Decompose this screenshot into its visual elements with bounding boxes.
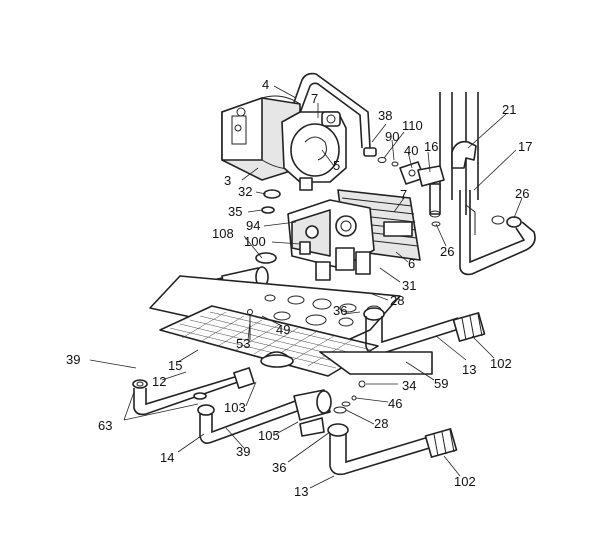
callout-5: 5 <box>333 158 340 173</box>
tube-4 <box>291 72 371 149</box>
callout-63: 63 <box>98 418 112 433</box>
valve-body-94-100 <box>287 199 375 281</box>
callout-17: 17 <box>518 139 532 154</box>
dome-53 <box>247 309 294 368</box>
callout-16: 16 <box>424 139 438 154</box>
elbow-21 <box>451 140 477 169</box>
callout-110: 110 <box>402 118 423 133</box>
pump-head-7 <box>281 111 347 191</box>
callout-102: 102 <box>490 356 512 371</box>
callout-7: 7 <box>400 187 407 202</box>
callout-39: 39 <box>236 444 250 459</box>
callouts: 4 7 38 110 90 21 40 16 17 5 3 32 7 26 35… <box>66 77 532 499</box>
callout-39: 39 <box>66 352 80 367</box>
callout-108: 108 <box>212 226 234 241</box>
leader-lines <box>89 85 523 489</box>
callout-36: 36 <box>333 303 347 318</box>
callout-34: 34 <box>402 378 416 393</box>
callout-12: 12 <box>152 374 166 389</box>
callout-49: 49 <box>276 322 290 337</box>
motor-3 <box>221 95 301 181</box>
callout-35: 35 <box>228 204 242 219</box>
callout-31: 31 <box>402 278 416 293</box>
tube-17 <box>459 190 536 276</box>
callout-40: 40 <box>404 143 418 158</box>
callout-4: 4 <box>262 77 269 92</box>
callout-32: 32 <box>238 184 252 199</box>
callout-102: 102 <box>454 474 476 489</box>
callout-28: 28 <box>374 416 388 431</box>
callout-28: 28 <box>390 293 404 308</box>
callout-105: 105 <box>258 428 280 443</box>
callout-46: 46 <box>388 396 402 411</box>
callout-21: 21 <box>502 102 516 117</box>
callout-53: 53 <box>236 336 250 351</box>
callout-26: 26 <box>440 244 454 259</box>
callout-13: 13 <box>294 484 308 499</box>
callout-6: 6 <box>408 256 415 271</box>
callout-36: 36 <box>272 460 286 475</box>
callout-94: 94 <box>246 218 260 233</box>
callout-59: 59 <box>434 376 448 391</box>
callout-13: 13 <box>462 362 476 377</box>
callout-103: 103 <box>224 400 246 415</box>
pipes-12-63-lower-left <box>132 367 301 444</box>
frame-rails <box>439 92 479 235</box>
valve-16-40 <box>417 165 445 227</box>
callout-15: 15 <box>168 358 182 373</box>
fitting-103-105 <box>293 389 347 437</box>
drawing <box>132 72 536 476</box>
callout-38: 38 <box>378 108 392 123</box>
callout-7: 7 <box>311 91 318 106</box>
callout-100: 100 <box>244 234 266 249</box>
callout-14: 14 <box>160 450 174 465</box>
callout-3: 3 <box>224 173 231 188</box>
screws-34-46 <box>341 380 366 407</box>
pipe-13-102-upper <box>319 307 486 375</box>
pipe-13-102-lower <box>327 423 458 476</box>
callout-90: 90 <box>385 129 399 144</box>
callout-26: 26 <box>515 186 529 201</box>
